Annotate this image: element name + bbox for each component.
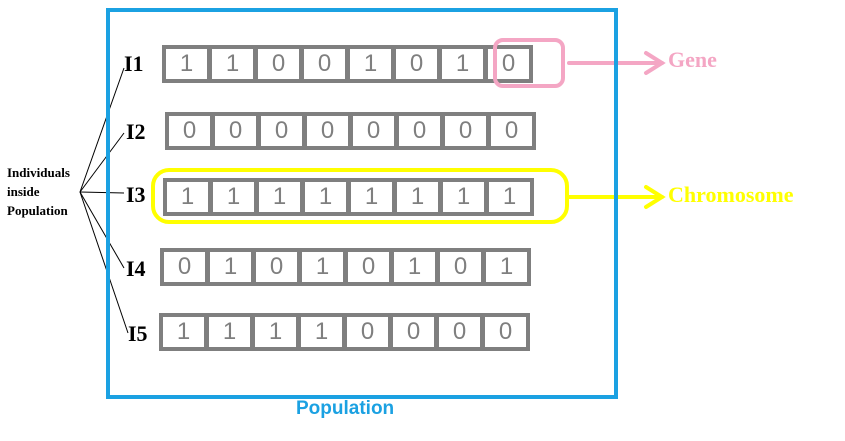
gene-cell: 1 [302, 252, 343, 282]
gene-cell: 1 [212, 49, 253, 79]
gene-cell: 1 [489, 182, 530, 212]
gene-highlight [493, 38, 565, 88]
gene-cell: 1 [255, 317, 296, 347]
gene-cell: 0 [304, 49, 345, 79]
individuals-inside-population-label: Individuals inside Population [7, 163, 87, 220]
side-label-line3: Population [7, 203, 68, 218]
chromosome-i1: 1 1 0 0 1 0 1 0 [162, 45, 533, 83]
population-box [106, 8, 618, 399]
gene-cell: 1 [442, 49, 483, 79]
gene-cell: 1 [305, 182, 346, 212]
connector-i4 [79, 191, 125, 269]
gene-cell: 1 [443, 182, 484, 212]
gene-cell: 0 [261, 116, 302, 146]
gene-cell: 0 [348, 252, 389, 282]
individual-label-i1: I1 [124, 51, 144, 76]
population-label: Population [296, 398, 395, 419]
gene-cell: 1 [259, 182, 300, 212]
gene-cell: 0 [307, 116, 348, 146]
individual-label-i4: I4 [126, 256, 146, 281]
gene-cell: 1 [166, 49, 207, 79]
chromosome-i4: 0 1 0 1 0 1 0 1 [160, 248, 531, 286]
gene-cell: 0 [485, 317, 526, 347]
gene-cell: 0 [399, 116, 440, 146]
gene-cell: 1 [163, 317, 204, 347]
chromosome-highlight [151, 168, 569, 224]
gene-annotation-label: Gene [668, 47, 717, 72]
individual-label-i3: I3 [126, 182, 146, 207]
gene-cell: 1 [351, 182, 392, 212]
connector-i1 [79, 67, 125, 193]
gene-cell: 0 [396, 49, 437, 79]
gene-cell: 1 [301, 317, 342, 347]
individual-label-i5: I5 [128, 321, 148, 346]
gene-cell: 0 [256, 252, 297, 282]
gene-cell: 0 [215, 116, 256, 146]
gene-cell: 0 [347, 317, 388, 347]
gene-cell: 0 [393, 317, 434, 347]
connector-i5 [79, 191, 129, 334]
connector-i2 [79, 132, 125, 193]
chromosome-annotation-label: Chromosome [668, 182, 794, 207]
gene-cell: 0 [169, 116, 210, 146]
gene-cell: 1 [167, 182, 208, 212]
chromosome-i2: 0 0 0 0 0 0 0 0 [165, 112, 536, 150]
gene-cell: 1 [394, 252, 435, 282]
gene-cell: 1 [350, 49, 391, 79]
gene-cell: 1 [209, 317, 250, 347]
individual-label-i2: I2 [126, 119, 146, 144]
gene-cell: 0 [491, 116, 532, 146]
chromosome-i5: 1 1 1 1 0 0 0 0 [159, 313, 530, 351]
gene-cell: 0 [164, 252, 205, 282]
gene-cell: 1 [210, 252, 251, 282]
gene-cell: 0 [440, 252, 481, 282]
gene-cell: 0 [258, 49, 299, 79]
gene-cell: 1 [213, 182, 254, 212]
chromosome-i3: 1 1 1 1 1 1 1 1 [163, 178, 534, 216]
gene-cell: 1 [397, 182, 438, 212]
gene-cell: 0 [445, 116, 486, 146]
side-label-line2: inside [7, 184, 40, 199]
gene-cell: 0 [439, 317, 480, 347]
connector-i3 [79, 191, 125, 194]
side-label-line1: Individuals [7, 165, 70, 180]
gene-cell: 0 [353, 116, 394, 146]
gene-cell: 1 [486, 252, 527, 282]
